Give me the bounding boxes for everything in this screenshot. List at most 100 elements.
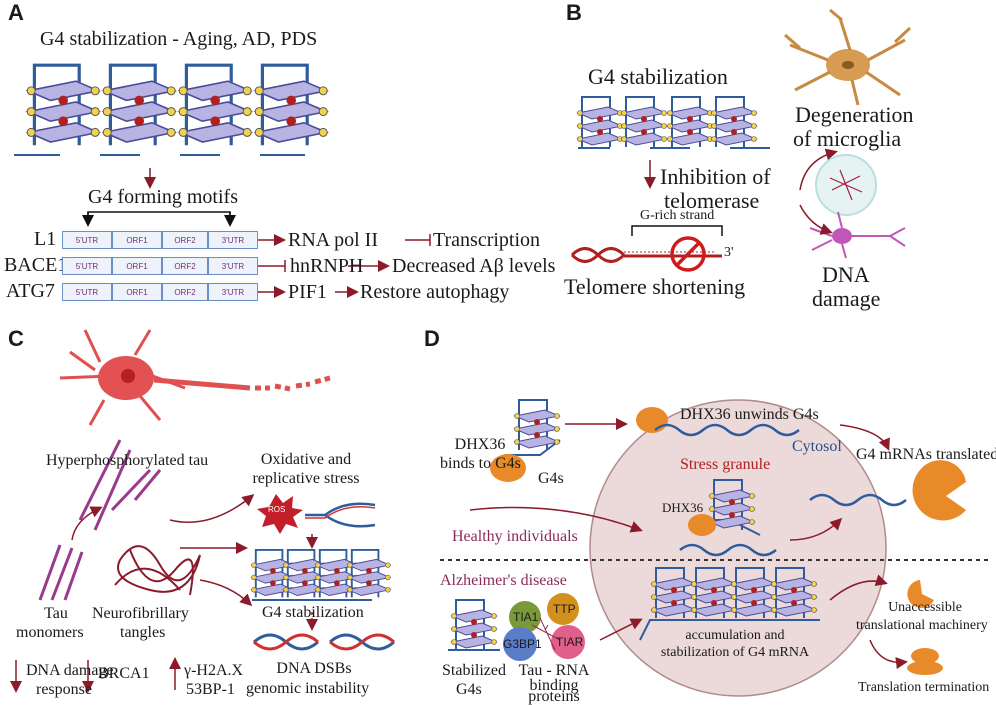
c-oxid-2: replicative stress	[252, 470, 360, 487]
c-dsb-dna	[253, 633, 395, 651]
c-tangles	[114, 545, 201, 596]
c-taumono-2: monomers	[16, 624, 84, 641]
b-neuron	[809, 211, 906, 259]
a-seg-5utr: 5'UTR	[62, 257, 112, 275]
d-healthy: Healthy individuals	[452, 528, 578, 545]
b-inhibition-2: telomerase	[664, 188, 760, 213]
a-seg-3utr: 3'UTR	[208, 257, 258, 275]
c-nft-2: tangles	[120, 624, 166, 641]
a-gene-3: ATG7	[6, 280, 55, 302]
d-translated-mrna	[809, 460, 966, 521]
d-granule	[589, 399, 887, 697]
b-degen-1: Degeneration	[795, 102, 914, 127]
d-binds-1: DHX36	[454, 436, 506, 453]
a-factor-3: PIF1	[288, 281, 327, 303]
c-oxid-1: Oxidative and	[260, 451, 352, 468]
a-motifs-label: G4 forming motifs	[88, 186, 238, 208]
d-termination: Translation termination	[858, 680, 990, 695]
a-seg-3utr: 3'UTR	[208, 283, 258, 301]
d-binds-2: binds to G4s	[440, 455, 521, 472]
d-unwinding	[636, 407, 800, 437]
d-accum-2: stabilization of G4 mRNA	[660, 645, 810, 660]
a-result-2: Decreased Aβ levels	[392, 255, 556, 277]
a-factor-1: RNA pol II	[288, 229, 378, 251]
b-g4-array	[576, 96, 770, 149]
a-seg-5utr: 5'UTR	[62, 231, 112, 249]
c-ddr-1: DNA damage	[26, 662, 114, 679]
b-shortening: Telomere shortening	[564, 274, 746, 299]
d-ribosome-parts	[907, 580, 943, 675]
c-dsb-2: genomic instability	[246, 680, 370, 697]
b-degen-2: of microglia	[793, 126, 902, 151]
a-gene-2: BACE1	[4, 254, 68, 276]
a-title: G4 stabilization - Aging, AD, PDS	[40, 28, 318, 50]
a-seg-orf2: ORF2	[162, 283, 208, 301]
c-ros-star	[257, 494, 303, 534]
d-taurna-3: proteins	[528, 688, 580, 705]
c-dna-fork	[305, 502, 376, 528]
b-dna-2: damage	[812, 286, 881, 311]
d-stress-granule: Stress granule	[680, 456, 771, 473]
d-stab-1: Stabilized	[442, 662, 506, 679]
d-stab-2: G4s	[456, 681, 482, 698]
c-ddr-2: response	[36, 681, 92, 698]
b-telomere-dna	[570, 225, 723, 272]
c-taumono-1: Tau	[44, 605, 68, 622]
a-seg-5utr: 5'UTR	[62, 283, 112, 301]
a-result-3: Restore autophagy	[360, 281, 510, 303]
a-gene-1: L1	[34, 228, 57, 250]
c-g4stab: G4 stabilization	[262, 604, 364, 621]
d-g4s: G4s	[538, 470, 564, 487]
d-unwinds: DHX36 unwinds G4s	[680, 406, 819, 423]
d-accumulated-g4	[639, 567, 820, 641]
b-microglia	[784, 8, 912, 106]
d-stabilized-g4	[448, 599, 500, 651]
d-unacc-1: Unaccessible	[888, 600, 962, 615]
c-arrows	[10, 494, 318, 693]
d-translated: G4 mRNAs translated	[856, 446, 996, 463]
d-taurna-1: Tau - RNA	[518, 662, 590, 679]
a-result-1: Transcription	[433, 229, 541, 251]
panel-label-a: A	[8, 0, 24, 25]
c-nft-1: Neurofibrillary	[92, 605, 189, 622]
c-dsb-1: DNA DSBs	[276, 660, 352, 677]
b-grich-label: G-rich strand	[640, 208, 715, 223]
c-53bp1: 53BP-1	[186, 681, 235, 698]
b-dna-1: DNA	[822, 262, 870, 287]
c-g4-array	[250, 548, 392, 601]
b-inhibition-1: Inhibition of	[660, 164, 771, 189]
a-seg-orf1: ORF1	[112, 257, 162, 275]
d-protein-tiar: TIAR	[556, 635, 584, 649]
panel-label-b: B	[566, 0, 582, 25]
c-ros-label: ROS	[268, 505, 286, 514]
d-protein-g3bp1: G3BP1	[503, 637, 542, 651]
a-seg-orf1: ORF1	[112, 231, 162, 249]
a-g4-array	[14, 63, 329, 156]
d-dhx36: DHX36	[662, 500, 704, 515]
d-alz: Alzheimer's disease	[440, 572, 567, 589]
b-title: G4 stabilization	[588, 64, 728, 89]
panel-label-c: C	[8, 326, 24, 351]
d-g4-top	[490, 399, 561, 482]
b-three-prime: 3'	[724, 245, 734, 260]
d-protein-ttp: TTP	[553, 602, 576, 616]
d-unacc-2: translational machinery	[856, 618, 988, 633]
c-h2ax: γ-H2A.X	[184, 662, 244, 679]
a-seg-orf1: ORF1	[112, 283, 162, 301]
d-protein-tia1: TIA1	[513, 610, 539, 624]
a-factor-2: hnRNPH	[290, 255, 364, 277]
b-degeneration-bubble	[815, 154, 877, 216]
panel-label-d: D	[424, 326, 440, 351]
a-seg-orf2: ORF2	[162, 231, 208, 249]
a-row-arrows	[258, 234, 431, 298]
c-neuron	[59, 329, 331, 426]
d-cytosol: Cytosol	[792, 438, 842, 455]
a-motif-bracket	[87, 211, 231, 222]
a-seg-3utr: 3'UTR	[208, 231, 258, 249]
d-granule-g4	[679, 479, 777, 557]
a-seg-orf2: ORF2	[162, 257, 208, 275]
d-accum-1: accumulation and	[685, 628, 785, 643]
c-hyper-label: Hyperphosphorylated tau	[46, 452, 209, 469]
d-protein-cluster	[503, 593, 585, 661]
